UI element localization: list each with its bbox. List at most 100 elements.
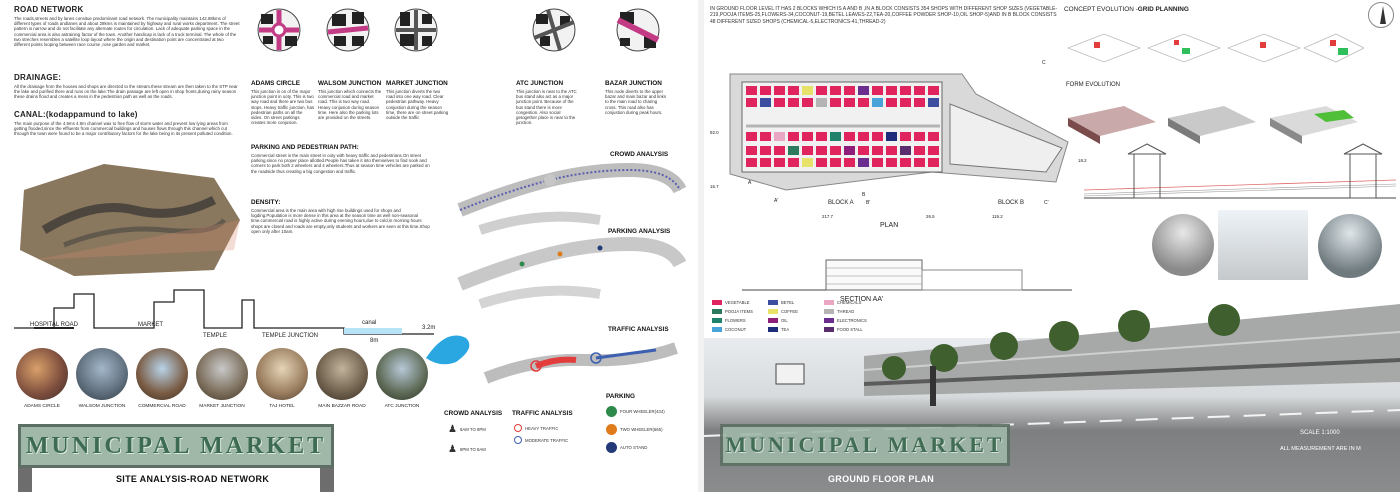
crowd-analysis-map bbox=[457, 162, 687, 235]
plan-title: PLAN bbox=[880, 222, 899, 229]
shop-legend-item: OIL bbox=[768, 318, 824, 323]
parking-analysis-title: PARKING ANALYSIS bbox=[608, 228, 671, 235]
shop-block bbox=[774, 86, 785, 95]
shop-block bbox=[914, 132, 925, 141]
shop-block bbox=[914, 86, 925, 95]
parking-analysis-map bbox=[457, 236, 687, 309]
municipal-market-sign: MUNICIPAL MARKET bbox=[720, 424, 1010, 466]
shop-block bbox=[872, 86, 883, 95]
shop-legend-label: COFFEE bbox=[781, 309, 798, 314]
walsom-junction-map-icon bbox=[326, 8, 370, 52]
shop-block bbox=[774, 132, 785, 141]
junction-walsom-text: This junction which connects the commerc… bbox=[318, 89, 382, 121]
photo-caption: MARKET JUNCTION bbox=[199, 404, 245, 409]
section-dimension-3-2: 3.2m bbox=[422, 325, 436, 331]
shop-block bbox=[872, 158, 883, 167]
shop-block bbox=[844, 132, 855, 141]
shop-block bbox=[816, 158, 827, 167]
shop-legend-label: VEGETABLE bbox=[725, 300, 750, 305]
site-analysis-sheet: ROAD NETWORK The roads,streets and by la… bbox=[0, 0, 698, 492]
junction-market-text: This junction diverts the two road into … bbox=[386, 89, 449, 121]
plan-section-marker-b-prime: B' bbox=[866, 200, 871, 206]
plan-section-marker-a: A bbox=[748, 180, 752, 186]
shop-legend-swatch bbox=[712, 309, 722, 314]
form-evolution-diagrams bbox=[1068, 106, 1358, 144]
concept-massing-diagrams bbox=[1066, 33, 1364, 63]
shop-legend-swatch bbox=[824, 300, 834, 305]
shop-block bbox=[900, 86, 911, 95]
shop-legend-label: COCONUT bbox=[725, 327, 747, 332]
shop-block bbox=[886, 146, 897, 155]
shop-block bbox=[816, 86, 827, 95]
bike-icon bbox=[606, 424, 617, 435]
parking-legend-two-wheeler: TWO WHEELER(665) bbox=[606, 424, 663, 435]
shop-legend-label: ELECTRONICS bbox=[837, 318, 867, 323]
plan-section-marker-c-prime: C' bbox=[1044, 200, 1049, 206]
shop-legend-item: FOOD STALL bbox=[824, 327, 880, 332]
parking-path-title: PARKING AND PEDESTRIAN PATH: bbox=[251, 144, 359, 151]
shop-block bbox=[816, 132, 827, 141]
photo-caption: COMMERCIAL ROAD bbox=[138, 404, 186, 409]
density-title: DENSITY: bbox=[251, 199, 281, 206]
shop-block bbox=[858, 158, 869, 167]
shop-block bbox=[830, 132, 841, 141]
photo-caption: ADAMS CIRCLE bbox=[24, 404, 60, 409]
shop-block bbox=[914, 158, 925, 167]
road-network-text: The roads,streets and by lanes consitue … bbox=[14, 16, 240, 48]
block-a-label: BLOCK A bbox=[828, 200, 854, 206]
parking-legend-four-wheeler: FOUR WHEELER(434) bbox=[606, 406, 665, 417]
shop-legend-item: ELECTRONICS bbox=[824, 318, 880, 323]
shop-block bbox=[760, 132, 771, 141]
sheet-title-right: GROUND FLOOR PLAN bbox=[828, 474, 935, 484]
ground-floor-site-plan bbox=[729, 73, 1069, 191]
plan-section-marker-c: C bbox=[1042, 60, 1046, 66]
photo-caption: TAJ HOTEL bbox=[269, 404, 295, 409]
photo-adams-circle bbox=[16, 348, 68, 400]
parking-legend-title: PARKING bbox=[606, 393, 635, 400]
shop-legend-label: FOOD STALL bbox=[837, 327, 863, 332]
shop-block bbox=[830, 146, 841, 155]
shop-block bbox=[760, 158, 771, 167]
shop-legend-swatch bbox=[824, 309, 834, 314]
plan-dimension-1: 217.7 bbox=[822, 214, 833, 219]
photo-walsom-junction bbox=[76, 348, 128, 400]
shop-block bbox=[844, 86, 855, 95]
market-junction-map-icon bbox=[394, 8, 438, 52]
adams-circle-map-icon bbox=[257, 8, 301, 52]
shop-legend-swatch bbox=[712, 327, 722, 332]
section-aa-drawing bbox=[742, 259, 1072, 291]
traffic-analysis-title: TRAFFIC ANALYSIS bbox=[608, 326, 669, 333]
sign-pillar-left bbox=[18, 468, 32, 492]
shop-legend-label: TEA bbox=[781, 327, 790, 332]
shop-legend-swatch bbox=[768, 309, 778, 314]
shop-block bbox=[914, 146, 925, 155]
shop-block bbox=[830, 158, 841, 167]
municipal-market-sign: MUNICIPAL MARKET bbox=[18, 424, 334, 468]
shop-block bbox=[900, 146, 911, 155]
shop-block bbox=[858, 132, 869, 141]
crowd-legend-night: ♟ 8PM TO 8AM bbox=[448, 444, 486, 455]
ground-floor-plan-sheet: IN GROUND FLOOR LEVEL IT HAS 2 BLOCKS WH… bbox=[704, 0, 1400, 492]
traffic-legend-title: TRAFFIC ANALYSIS bbox=[512, 410, 573, 417]
shop-block bbox=[802, 98, 813, 107]
section-label-canal: canal bbox=[362, 320, 377, 326]
shop-legend-swatch bbox=[824, 318, 834, 323]
shop-block bbox=[830, 86, 841, 95]
shop-block bbox=[858, 146, 869, 155]
person-icon: ♟ bbox=[448, 444, 457, 455]
sign-text: MUNICIPAL MARKET bbox=[25, 432, 327, 459]
shop-block bbox=[802, 158, 813, 167]
shop-block bbox=[928, 86, 939, 95]
crowd-analysis-title: CROWD ANALYSIS bbox=[610, 151, 669, 158]
shop-legend-swatch bbox=[712, 318, 722, 323]
canal-title: CANAL:(kodappamund to lake) bbox=[14, 110, 138, 119]
scale-label: SCALE 1:1000 bbox=[1300, 430, 1340, 436]
shop-legend-label: BETEL bbox=[781, 300, 795, 305]
shop-legend-item: BETEL bbox=[768, 300, 824, 305]
shop-block bbox=[760, 86, 771, 95]
sign-text: MUNICIPAL MARKET bbox=[725, 432, 1005, 457]
shop-block bbox=[816, 98, 827, 107]
atc-junction-map-icon bbox=[532, 8, 576, 52]
shop-block bbox=[788, 86, 799, 95]
